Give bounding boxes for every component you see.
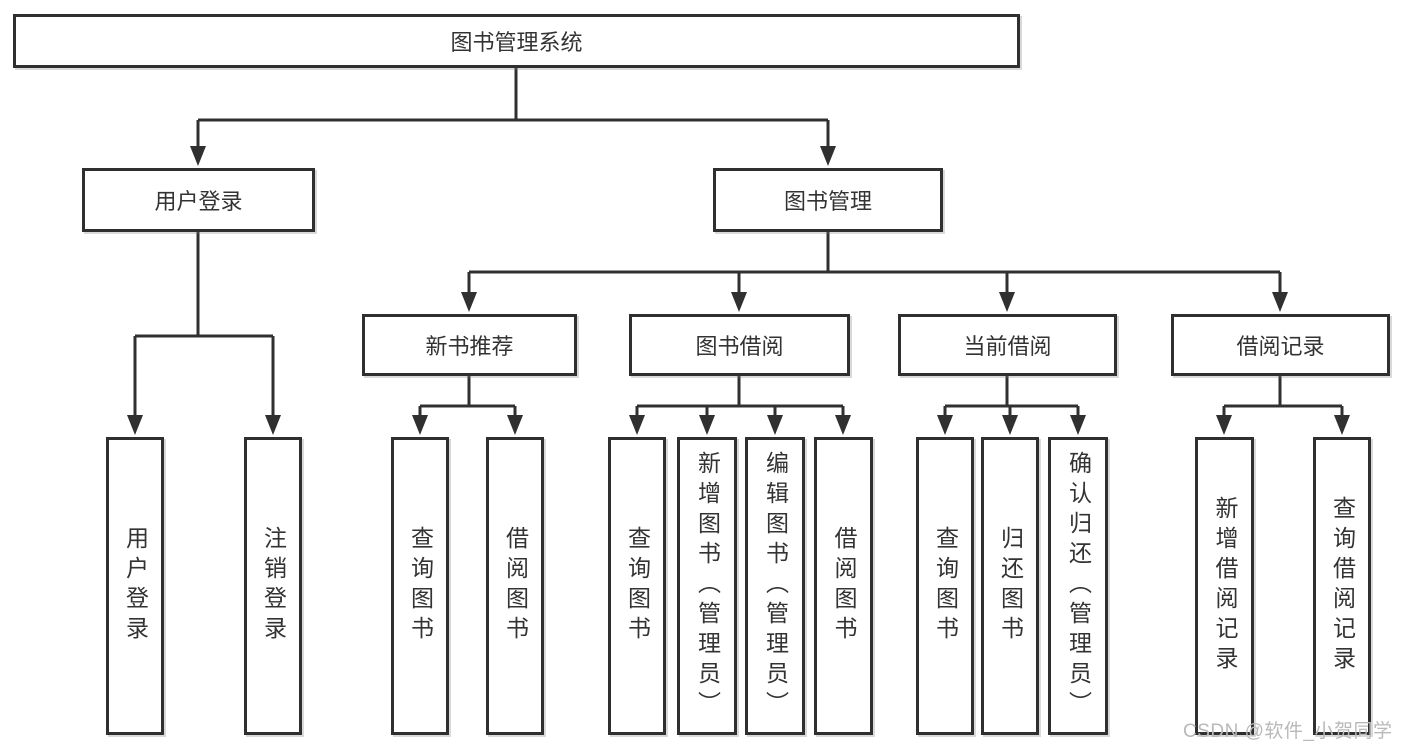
leaf-query-books-recommend: 查询图书 xyxy=(391,437,449,735)
leaf-add-books-admin: 新增图书（管理员） xyxy=(677,437,737,735)
leaf-logout: 注销登录 xyxy=(244,437,302,735)
node-current-borrowing: 当前借阅 xyxy=(898,314,1117,376)
node-book-borrowing: 图书借阅 xyxy=(629,314,850,376)
node-root-system: 图书管理系统 xyxy=(13,14,1020,68)
leaf-query-borrow-record: 查询借阅记录 xyxy=(1313,437,1371,735)
leaf-return-books: 归还图书 xyxy=(981,437,1039,735)
node-user-login: 用户登录 xyxy=(82,168,315,232)
leaf-borrow-books-recommend: 借阅图书 xyxy=(486,437,544,735)
node-book-management: 图书管理 xyxy=(713,168,943,232)
connector-arrowheads xyxy=(127,146,1350,435)
leaf-query-books-current: 查询图书 xyxy=(916,437,974,735)
leaf-confirm-return-admin: 确认归还（管理员） xyxy=(1048,437,1108,735)
leaf-add-borrow-record: 新增借阅记录 xyxy=(1195,437,1254,735)
connector-rails xyxy=(133,68,1344,419)
node-borrowing-records: 借阅记录 xyxy=(1171,314,1390,376)
leaf-borrow-books: 借阅图书 xyxy=(814,437,873,735)
leaf-user-login: 用户登录 xyxy=(106,437,164,735)
csdn-watermark: CSDN @软件_小贺同学 xyxy=(1183,721,1393,742)
node-new-book-recommend: 新书推荐 xyxy=(362,314,577,376)
leaf-edit-books-admin: 编辑图书（管理员） xyxy=(745,437,805,735)
leaf-query-books-borrowing: 查询图书 xyxy=(608,437,666,735)
